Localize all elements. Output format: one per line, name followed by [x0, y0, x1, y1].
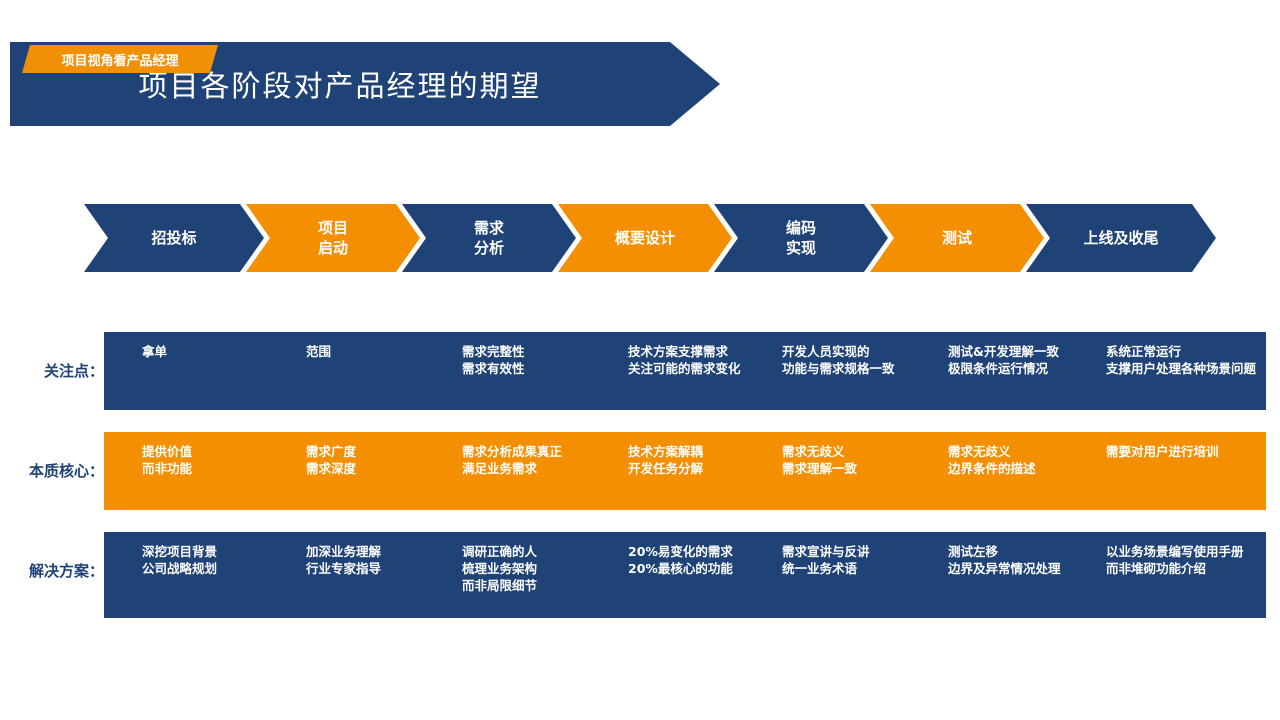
process-stage-5[interactable]: 编码 实现: [714, 204, 888, 272]
cell-r3-c2: 加深业务理解 行业专家指导: [306, 544, 382, 576]
row-label-3: 解决方案：: [28, 562, 104, 580]
process-stage-label: 需求 分析: [473, 218, 504, 257]
cell-r2-c6: 需求无歧义 边界条件的描述: [948, 444, 1036, 476]
process-stage-label: 上线及收尾: [1083, 228, 1159, 247]
cell-r2-c7: 需要对用户进行培训: [1106, 444, 1219, 459]
process-stage-6[interactable]: 测试: [870, 204, 1044, 272]
cell-r2-c4: 技术方案解耦 开发任务分解: [628, 444, 704, 476]
process-stage-label: 项目 启动: [317, 218, 348, 257]
process-stage-label: 测试: [941, 228, 972, 247]
cell-r2-c1: 提供价值 而非功能: [142, 444, 193, 476]
process-stage-label: 编码 实现: [785, 218, 816, 257]
row-band-1: 拿单 范围 需求完整性 需求有效性 技术方案支撑需求 关注可能的需求变化 开发人员实现的…: [104, 332, 1266, 410]
process-stage-4[interactable]: 概要设计: [558, 204, 732, 272]
section-tag: 项目视角看产品经理: [22, 45, 218, 73]
cell-r2-c5: 需求无歧义 需求理解一致: [782, 444, 858, 476]
cell-r1-c4: 技术方案支撑需求 关注可能的需求变化: [628, 344, 741, 376]
row-label-1: 关注点：: [43, 362, 104, 380]
page-title: 项目各阶段对产品经理的期望: [138, 69, 542, 103]
row-band-2: 提供价值 而非功能 需求广度 需求深度 需求分析成果真正 满足业务需求 技术方案解耦 …: [104, 432, 1266, 510]
cell-r2-c2: 需求广度 需求深度: [306, 444, 357, 476]
cell-r3-c7: 以业务场景编写使用手册 而非堆砌功能介绍: [1106, 544, 1244, 576]
cell-r3-c3: 调研正确的人 梳理业务架构 而非局限细节: [462, 544, 538, 593]
cell-r1-c6: 测试&开发理解一致 极限条件运行情况: [948, 344, 1059, 376]
cell-r3-c5: 需求宣讲与反讲 统一业务术语: [782, 544, 870, 576]
process-stage-1[interactable]: 招投标: [84, 204, 264, 272]
cell-r1-c3: 需求完整性 需求有效性: [462, 344, 525, 376]
process-stage-label: 招投标: [151, 228, 197, 247]
cell-r1-c5: 开发人员实现的 功能与需求规格一致: [782, 344, 895, 376]
process-stage-3[interactable]: 需求 分析: [402, 204, 576, 272]
cell-r1-c1: 拿单: [142, 344, 168, 359]
cell-r2-c3: 需求分析成果真正 满足业务需求: [462, 444, 563, 476]
cell-r3-c4: 20%易变化的需求 20%最核心的功能: [628, 544, 733, 576]
row-label-2: 本质核心：: [28, 462, 104, 480]
cell-r3-c1: 深挖项目背景 公司战略规划: [142, 544, 218, 576]
process-stage-label: 概要设计: [614, 228, 675, 247]
process-stage-7[interactable]: 上线及收尾: [1026, 204, 1216, 272]
cell-r1-c2: 范围: [306, 344, 332, 359]
process-stage-2[interactable]: 项目 启动: [246, 204, 420, 272]
row-band-3: 深挖项目背景 公司战略规划 加深业务理解 行业专家指导 调研正确的人 梳理业务架构 …: [104, 532, 1266, 618]
cell-r3-c6: 测试左移 边界及异常情况处理: [948, 544, 1061, 576]
cell-r1-c7: 系统正常运行 支撑用户处理各种场景问题: [1106, 344, 1257, 376]
